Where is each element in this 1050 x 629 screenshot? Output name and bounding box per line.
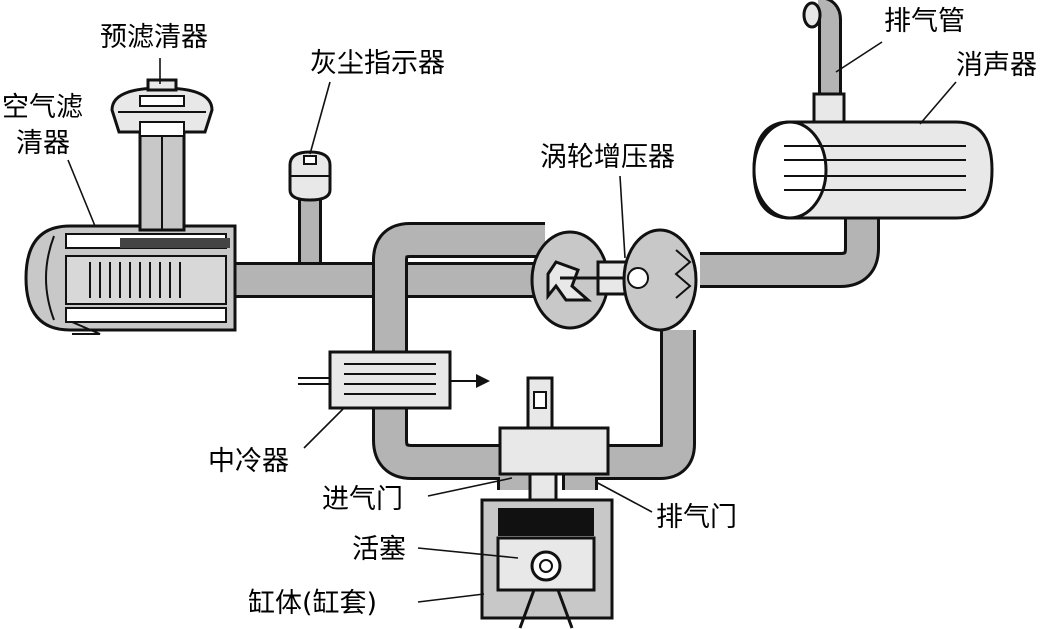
turbine-outlet-pipe [700, 200, 880, 288]
label-exhaust-pipe: 排气管 [884, 6, 965, 37]
pre-filter [110, 78, 214, 232]
label-muffler: 消声器 [956, 50, 1037, 81]
air-filter [24, 224, 237, 335]
turbocharger [530, 228, 698, 332]
cooling-air-arrows [298, 374, 490, 388]
label-intake-valve: 进气门 [322, 484, 403, 515]
label-pre-filter: 预滤清器 [100, 22, 208, 53]
label-cylinder-block: 缸体(缸套) [248, 588, 377, 619]
label-dust-indicator: 灰尘指示器 [310, 48, 445, 79]
dust-indicator [288, 150, 332, 202]
label-turbocharger: 涡轮增压器 [540, 142, 675, 173]
leader-lines [67, 41, 957, 603]
label-air-filter-line1: 空气滤 [2, 92, 83, 123]
intercooler [298, 350, 490, 410]
engine-cylinder [480, 376, 614, 629]
label-intercooler: 中冷器 [208, 446, 289, 477]
muffler [752, 92, 994, 220]
label-air-filter-line2: 清器 [16, 128, 70, 159]
muffler-to-stack-pipe [802, 0, 842, 126]
label-exhaust-valve: 排气门 [656, 502, 737, 533]
label-piston: 活塞 [352, 534, 406, 565]
